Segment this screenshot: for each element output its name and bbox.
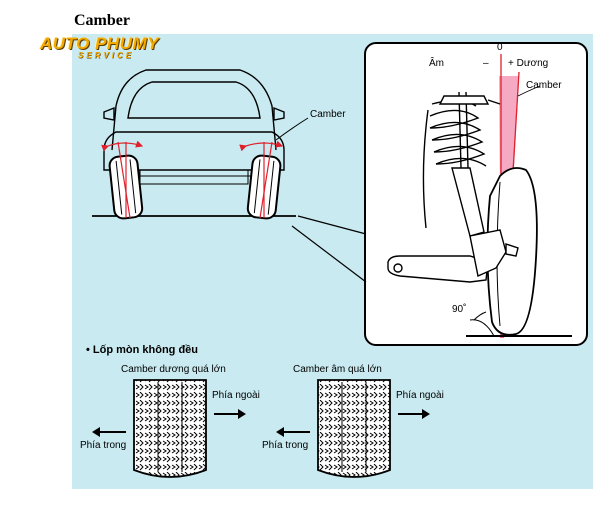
right-tire-inner-label: Phía trong xyxy=(262,440,309,451)
left-tire-inner-label: Phía trong xyxy=(80,440,127,451)
negative-camber-label: Âm xyxy=(429,58,444,69)
auto-phumy-logo: AUTO PHUMY SERVICE xyxy=(40,34,158,64)
logo-text: AUTO PHUMY xyxy=(40,34,159,53)
page-title: Camber xyxy=(74,12,130,29)
right-angle-label: 90˚ xyxy=(452,304,467,315)
left-tire-outer-label: Phía ngoài xyxy=(212,390,260,401)
inset-camber-label: Camber xyxy=(526,80,562,91)
tire-wear-left xyxy=(92,379,246,478)
uneven-wear-heading: • Lốp mòn không đều xyxy=(86,344,199,356)
minus-sign-label: – xyxy=(483,58,489,69)
suspension-inset-art xyxy=(387,54,572,339)
zero-reference-label: 0 xyxy=(497,42,503,53)
car-camber-lines xyxy=(101,140,284,219)
right-tire-caption: Camber âm quá lớn xyxy=(293,364,382,375)
car-camber-label: Camber xyxy=(310,109,346,120)
camber-leader-line xyxy=(275,117,309,141)
right-tire-outer-label: Phía ngoài xyxy=(396,390,444,401)
left-tire-caption: Camber dương quá lớn xyxy=(121,364,226,375)
tire-wear-right xyxy=(276,379,430,478)
positive-camber-label: + Dương xyxy=(508,58,549,69)
logo-subtext: SERVICE xyxy=(78,51,135,60)
